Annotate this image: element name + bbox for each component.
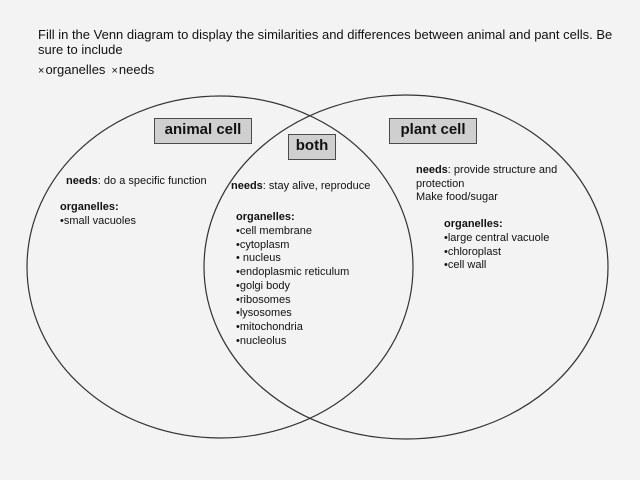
list-item: •endoplasmic reticulum [236,266,350,279]
plant-needs-label: needs [416,164,448,176]
include-list: ×organelles×needs [38,62,154,79]
animal-organelles-heading: organelles: [60,201,119,213]
list-item: • nucleus [236,252,281,265]
include-item-needs: needs [118,62,155,77]
plant-organelles-list: •large central vacuole •chloroplast •cel… [444,232,549,273]
plant-needs: needs: provide structure and protection … [416,164,557,205]
both-organelles-heading: organelles: [236,211,295,223]
animal-needs-label: needs [66,175,98,187]
plant-organelles-heading: organelles: [444,218,503,230]
x-bullet-icon: × [38,65,45,77]
list-item: •ribosomes [236,293,291,306]
list-item: •nucleolus [236,334,287,347]
x-bullet-icon: × [111,65,118,77]
both-needs: needs: stay alive, reproduce [231,180,370,194]
animal-cell-circle [26,95,414,439]
both-needs-label: needs [231,180,263,192]
animal-organelles-list: •small vacuoles [60,215,136,229]
list-item: •cell membrane [236,225,312,237]
list-item: •mitochondria [236,320,303,333]
animal-cell-label: animal cell [154,118,252,144]
list-item: •lysosomes [236,307,292,320]
plant-cell-label: plant cell [389,118,477,144]
plant-cell-circle [203,94,609,440]
animal-needs-text: : do a specific function [97,175,207,187]
list-item: •small vacuoles [60,215,136,227]
list-item: •large central vacuole [444,232,550,244]
plant-needs-text: : provide structure and [447,164,558,176]
both-label: both [288,134,336,160]
both-organelles-list: •cell membrane •cytoplasm • nucleus •end… [236,225,349,348]
list-item: •cell wall [444,259,487,272]
plant-needs-line2: protection [416,177,465,190]
list-item: •chloroplast [444,245,502,258]
instructions-text: Fill in the Venn diagram to display the … [38,27,613,57]
include-item-organelles: organelles [45,62,106,77]
plant-needs-line3: Make food/sugar [416,191,498,204]
animal-needs: needs: do a specific function [66,175,207,189]
list-item: •cytoplasm [236,238,290,251]
both-needs-text: : stay alive, reproduce [262,180,371,192]
list-item: •golgi body [236,279,291,292]
